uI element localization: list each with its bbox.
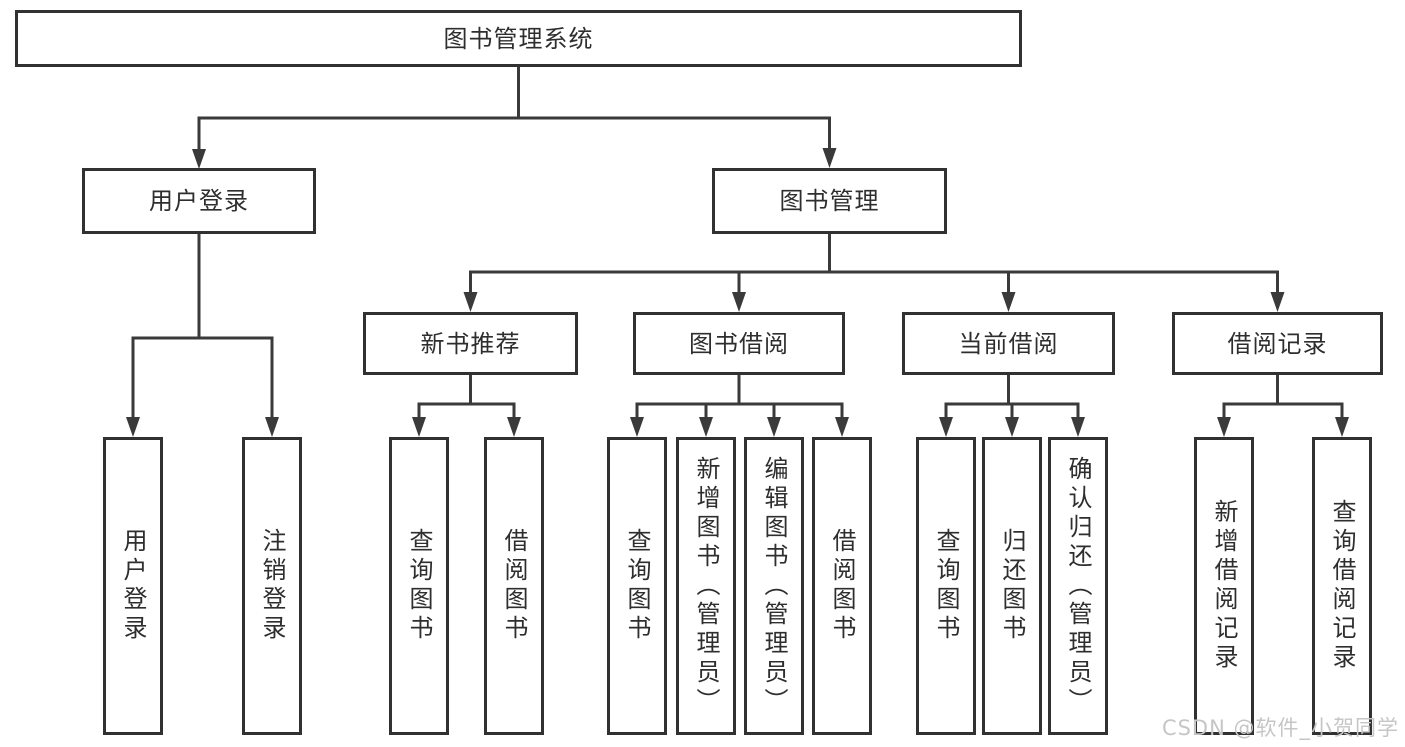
leaf-query-book-recommend-label: 查询图书 [405,528,433,644]
node-book-management-label: 图书管理 [779,187,880,215]
csdn-watermark: CSDN @软件_小贺同学 [1161,716,1399,740]
leaf-add-book-admin-label: 新增图书（管理员） [692,455,720,717]
leaf-user-login-label: 用户登录 [119,528,147,644]
node-book-borrow: 图书借阅 [633,312,845,375]
leaf-query-book-borrow-label: 查询图书 [623,528,651,644]
connector-book-borrow-to-leaves [630,375,849,437]
node-new-book-recommend-label: 新书推荐 [420,329,521,358]
node-current-borrow: 当前借阅 [902,312,1115,375]
leaf-borrow-book-recommend: 借阅图书 [484,437,544,735]
connector-book-management-to-level2 [463,234,1285,312]
leaf-add-borrow-record-label: 新增借阅记录 [1210,499,1238,673]
connector-user-login-to-leaves [126,234,279,437]
leaf-borrow-book-label: 借阅图书 [828,528,856,644]
node-new-book-recommend: 新书推荐 [363,312,578,375]
node-user-login-label: 用户登录 [149,187,249,215]
leaf-logout-login: 注销登录 [242,437,302,735]
leaf-return-book: 归还图书 [982,437,1042,735]
node-book-borrow-label: 图书借阅 [689,329,789,358]
leaf-confirm-return-admin-label: 确认归还（管理员） [1064,455,1092,717]
leaf-edit-book-admin-label: 编辑图书（管理员） [760,455,788,717]
leaf-borrow-book: 借阅图书 [812,437,872,735]
leaf-logout-login-label: 注销登录 [258,528,286,644]
leaf-query-book-borrow: 查询图书 [607,437,667,735]
leaf-query-borrow-record-label: 查询借阅记录 [1328,499,1356,673]
connector-borrow-record-to-leaves [1217,375,1349,437]
node-current-borrow-label: 当前借阅 [958,329,1059,358]
node-borrow-record: 借阅记录 [1172,312,1383,375]
connector-current-borrow-to-leaves [939,375,1085,437]
leaf-query-book-current: 查询图书 [916,437,976,735]
leaf-query-book-current-label: 查询图书 [932,528,960,644]
connector-new-book-to-leaves [412,375,521,437]
leaf-add-book-admin: 新增图书（管理员） [676,437,736,735]
leaf-return-book-label: 归还图书 [998,528,1026,644]
leaf-confirm-return-admin: 确认归还（管理员） [1048,437,1108,735]
node-root: 图书管理系统 [15,10,1022,67]
connector-root-to-level1 [192,67,837,169]
node-root-label: 图书管理系统 [443,24,594,53]
node-book-management: 图书管理 [712,168,947,234]
node-user-login: 用户登录 [82,168,316,234]
leaf-add-borrow-record: 新增借阅记录 [1194,437,1254,735]
leaf-query-book-recommend: 查询图书 [389,437,449,735]
leaf-query-borrow-record: 查询借阅记录 [1312,437,1372,735]
leaf-borrow-book-recommend-label: 借阅图书 [500,528,528,644]
node-borrow-record-label: 借阅记录 [1227,329,1328,358]
leaf-user-login: 用户登录 [103,437,163,735]
leaf-edit-book-admin: 编辑图书（管理员） [744,437,804,735]
